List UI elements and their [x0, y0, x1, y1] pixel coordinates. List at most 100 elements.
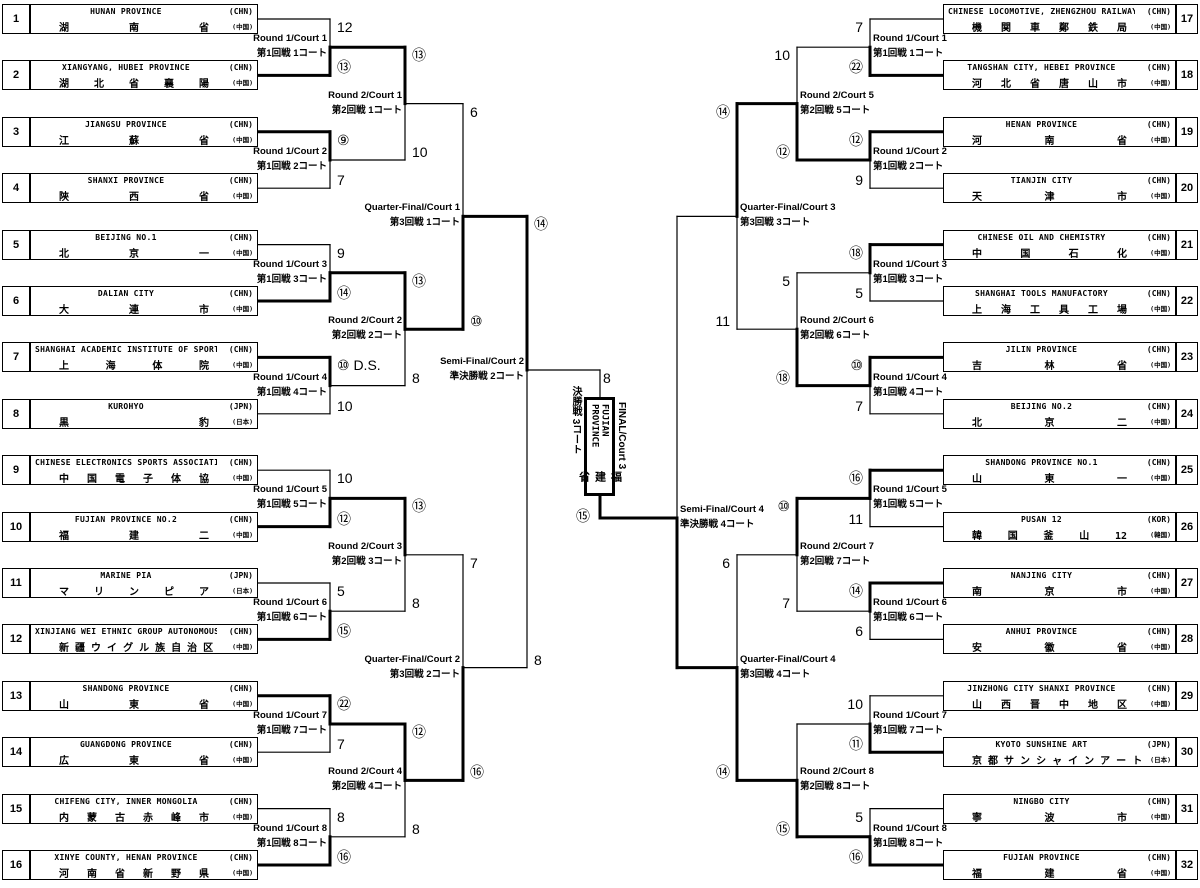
seed-number: 19: [1175, 117, 1197, 146]
match-label-ja: 第1回戦 4コート: [256, 386, 327, 398]
score-top: ⑯: [849, 470, 863, 487]
seed-number: 28: [1175, 625, 1197, 654]
team-name-en: PUSAN 12: [1021, 514, 1062, 524]
score-top: ㉒: [337, 695, 351, 712]
team-name-zh: 京 都 サ ン シ ャ イ ン ア ー ト: [972, 756, 1143, 768]
country-name-zh: (中国): [232, 305, 253, 313]
country-code: (JPN): [1146, 740, 1171, 750]
team-name-en: SHANXI PROVINCE: [87, 176, 165, 186]
score-bottom: 7: [337, 736, 345, 753]
match-label-ja: 準決勝戦 4コート: [680, 519, 755, 530]
match-label-ja: 第2回戦 1コート: [331, 104, 402, 116]
score-top: 12: [337, 19, 353, 35]
seed-number: 23: [1175, 343, 1197, 372]
score-bottom: ⑮: [776, 820, 790, 837]
seed-number: 11: [3, 569, 31, 597]
team-name-en: HUNAN PROVINCE: [90, 7, 162, 16]
country-name-zh: (韓国): [1150, 530, 1171, 539]
score-top: ⑭: [849, 583, 863, 599]
country-code: (CHN): [228, 7, 253, 16]
score-bottom: 7: [782, 595, 790, 612]
final-score-right: ⑮: [576, 508, 590, 524]
team-name-zh: 江 蘇 省: [59, 135, 209, 147]
match-label-en: Quarter-Final/Court 2: [364, 653, 460, 665]
team-name-en: HENAN PROVINCE: [1005, 119, 1078, 129]
team-name-zh: 大 連 市: [59, 305, 209, 316]
country-code: (CHN): [1146, 853, 1171, 862]
match-label-ja: 第1回戦 1コート: [256, 48, 327, 60]
score-top: ⑱: [849, 244, 863, 261]
seed-number: 7: [3, 343, 31, 372]
country-name-zh: (中国): [232, 248, 253, 257]
match-label-en: Round 1/Court 6: [253, 597, 327, 609]
score-bottom: ⑮: [337, 623, 351, 640]
team-name-zh: 広 東 省: [59, 756, 209, 768]
country-name-zh: (中国): [1150, 587, 1171, 595]
team-name-en: CHINESE ELECTRONICS SPORTS ASSOCIATION: [35, 458, 217, 468]
team-name-en: XINJIANG WEI ETHNIC GROUP AUTONOMOUS REG…: [35, 627, 217, 637]
team-name-en: XIANGYANG, HUBEI PROVINCE: [62, 63, 190, 73]
seed-number: 13: [3, 681, 31, 710]
final-winner-name-zh: 福建省: [577, 471, 622, 483]
country-name-zh: (日本): [1150, 756, 1171, 765]
seed-number: 15: [3, 794, 31, 823]
country-code: (CHN): [1146, 7, 1171, 16]
final-score-left: 8: [603, 370, 611, 386]
match-label-ja: 第3回戦 2コート: [389, 668, 460, 680]
team-name-en: NANJING CITY: [1010, 571, 1073, 580]
team-name-en: GUANGDONG PROVINCE: [79, 740, 173, 750]
team-name-en: FUJIAN PROVINCE NO.2: [74, 514, 178, 524]
team-name-en: KUROHYO: [108, 401, 144, 411]
score-bottom: 7: [855, 397, 863, 414]
country-code: (CHN): [228, 63, 253, 73]
country-code: (CHN): [1146, 683, 1171, 693]
team-name-en: BEIJING NO.2: [1010, 401, 1073, 411]
score-bottom: 6: [855, 623, 863, 640]
team-name-zh: 中 国 電 子 体 協: [59, 474, 209, 486]
team-name-zh: 陝 西 省: [59, 192, 209, 204]
score-bottom: ⑬: [337, 59, 351, 76]
seed-number: 27: [1175, 569, 1197, 597]
score-top: 9: [337, 244, 345, 261]
country-code: (CHN): [228, 345, 253, 355]
match-label-ja: 第1回戦 6コート: [873, 612, 944, 624]
seed-number: 4: [3, 174, 31, 203]
score-top: ⑫: [849, 131, 863, 148]
country-name-zh: (中国): [232, 23, 253, 31]
team-name-zh: 北 京 一: [59, 248, 209, 260]
match-label-ja: 準決勝戦 2コート: [449, 371, 524, 382]
country-code: (CHN): [1146, 458, 1171, 468]
country-name-zh: (中国): [1150, 79, 1171, 88]
match-label-ja: 第1回戦 4コート: [873, 386, 944, 398]
match-label-ja: 第2回戦 8コート: [800, 781, 871, 793]
final-winner-name-en: FUJIAN PROVINCE: [589, 404, 610, 448]
team-name-zh: 中 国 石 化: [972, 248, 1127, 260]
score-top: ⑭: [716, 103, 730, 120]
team-name-zh: 黒 豹: [59, 417, 209, 429]
match-label-en: Round 2/Court 6: [800, 315, 874, 327]
country-name-zh: (中国): [1150, 812, 1171, 821]
match-label-en: Round 1/Court 4: [873, 371, 947, 383]
seed-number: 26: [1175, 512, 1197, 541]
match-label-en: Round 1/Court 2: [253, 146, 327, 157]
country-code: (CHN): [1146, 627, 1171, 637]
match-label-en: Round 1/Court 3: [253, 258, 327, 270]
country-name-zh: (中国): [232, 869, 253, 877]
team-name-zh: 機 関 車 鄭 鉄 局: [972, 23, 1127, 34]
match-label-en: Round 1/Court 1: [873, 33, 947, 45]
team-name-zh: 河 南 省: [972, 135, 1127, 147]
score-top: ⑩: [777, 498, 790, 515]
match-label-en: Round 2/Court 7: [800, 540, 874, 552]
match-label-en: Quarter-Final/Court 3: [740, 202, 836, 214]
team-name-en: NINGBO CITY: [1013, 796, 1070, 806]
match-label-ja: 第1回戦 5コート: [873, 499, 944, 511]
